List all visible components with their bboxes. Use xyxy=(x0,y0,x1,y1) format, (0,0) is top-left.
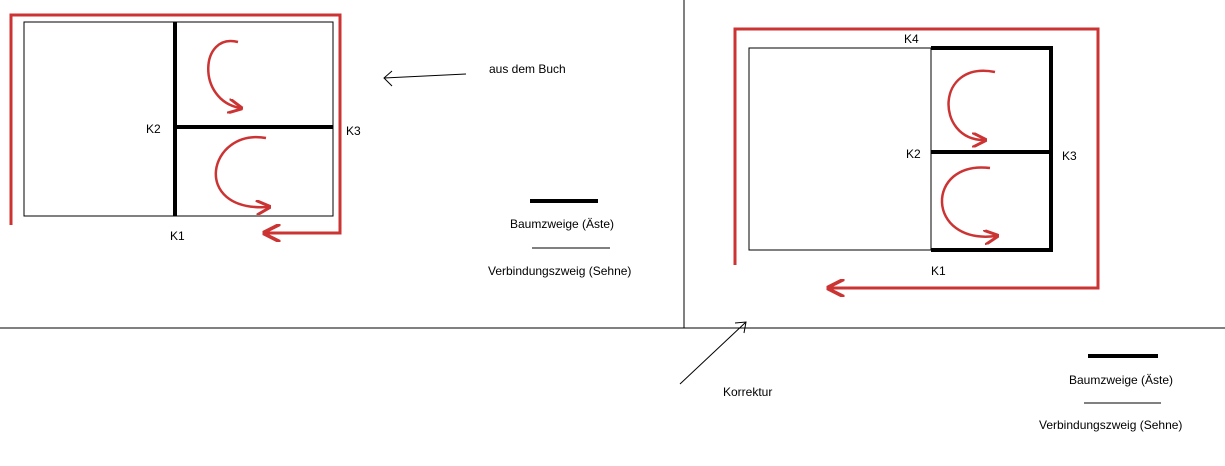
left-node-k1-label: K1 xyxy=(170,229,185,243)
right-node-k3-label: K3 xyxy=(1062,149,1077,163)
correction-arrowhead xyxy=(734,321,747,334)
right-circuit-outline xyxy=(748,47,1052,251)
right-lower-mesh-arrow xyxy=(940,166,996,236)
left-lower-mesh-arrow xyxy=(214,135,268,207)
right-outer-loop-arrow xyxy=(733,27,1100,288)
legend-link-branch-label: Verbindungszweig (Sehne) xyxy=(1039,418,1182,432)
book-note-arrowhead xyxy=(383,70,393,87)
left-upper-mesh-arrow xyxy=(207,39,240,108)
left-outer-loop-arrow xyxy=(9,13,342,233)
right-node-k4-label: K4 xyxy=(904,32,919,46)
left-node-k3-label: K3 xyxy=(346,124,361,138)
legend-tree-branches-label: Baumzweige (Äste) xyxy=(510,217,614,231)
legend-link-branch-label: Verbindungszweig (Sehne) xyxy=(488,264,631,278)
book-note-arrow xyxy=(383,73,467,79)
legend-right: Baumzweige (Äste) Verbindungszweig (Sehn… xyxy=(1039,354,1182,432)
left-circuit-diagram: K2 K3 K1 xyxy=(9,13,361,243)
right-node-k1-label: K1 xyxy=(931,264,946,278)
correction-arrow xyxy=(679,321,747,385)
book-note-text: aus dem Buch xyxy=(489,62,566,76)
right-tree-branches xyxy=(931,46,1053,252)
left-node-k2-label: K2 xyxy=(146,122,161,136)
legend-tree-branches-label: Baumzweige (Äste) xyxy=(1069,373,1173,387)
left-circuit-outline xyxy=(23,21,334,217)
legend-left: Baumzweige (Äste) Verbindungszweig (Sehn… xyxy=(488,199,631,278)
correction-note-text: Korrektur xyxy=(723,385,772,399)
right-upper-mesh-arrow xyxy=(947,69,996,140)
right-node-k2-label: K2 xyxy=(906,147,921,161)
right-circuit-diagram: K4 K2 K3 K1 xyxy=(733,27,1100,288)
